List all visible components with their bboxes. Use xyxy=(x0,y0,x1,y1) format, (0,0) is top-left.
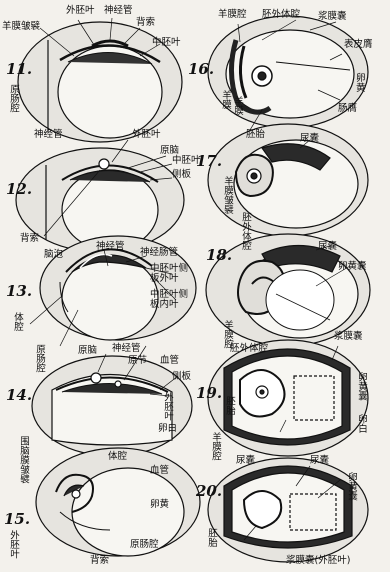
egg-17 xyxy=(208,124,368,236)
egg-15 xyxy=(36,448,200,556)
egg-14 xyxy=(32,356,192,456)
egg-16 xyxy=(208,16,368,128)
egg-18 xyxy=(206,234,370,346)
egg-13 xyxy=(40,236,196,340)
egg-12 xyxy=(16,148,184,252)
egg-20 xyxy=(208,458,368,562)
egg-19 xyxy=(208,340,368,456)
egg-11 xyxy=(18,22,182,142)
